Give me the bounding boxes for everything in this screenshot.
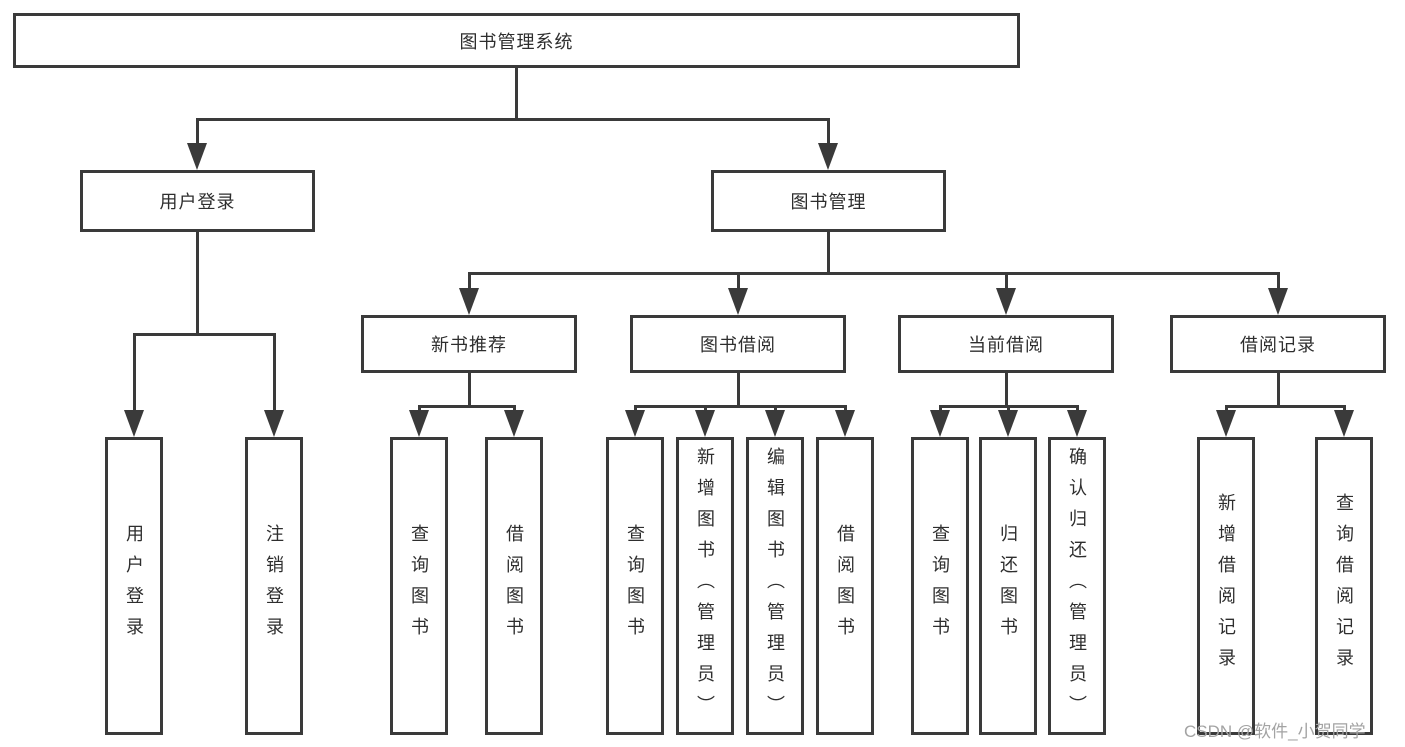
connector-level2-bar xyxy=(196,118,830,121)
connector-group-stem xyxy=(737,373,740,407)
arrow-down-icon xyxy=(625,410,645,437)
arrow-down-icon xyxy=(1067,410,1087,437)
arrow-down-icon xyxy=(996,288,1016,315)
node-user-login-branch: 用户登录 xyxy=(80,170,315,232)
arrow-down-icon xyxy=(409,410,429,437)
connector-level3-stem xyxy=(1277,272,1280,292)
arrow-down-icon xyxy=(1268,288,1288,315)
arrow-down-icon xyxy=(930,410,950,437)
arrow-down-icon xyxy=(818,143,838,170)
connector-group-bar xyxy=(418,405,516,408)
leaf-query-book-1: 查询图书 xyxy=(390,437,448,735)
arrow-down-icon xyxy=(765,410,785,437)
node-new-book-recommend: 新书推荐 xyxy=(361,315,577,373)
arrow-down-icon xyxy=(835,410,855,437)
arrow-down-icon xyxy=(728,288,748,315)
arrow-down-icon xyxy=(504,410,524,437)
arrow-down-icon xyxy=(124,410,144,437)
arrow-down-icon xyxy=(1216,410,1236,437)
arrow-down-icon xyxy=(998,410,1018,437)
node-borrow-records: 借阅记录 xyxy=(1170,315,1386,373)
leaf-borrow-book-2: 借阅图书 xyxy=(816,437,874,735)
arrow-down-icon xyxy=(264,410,284,437)
connector-root-stem xyxy=(515,68,518,120)
node-book-borrow: 图书借阅 xyxy=(630,315,846,373)
connector-group-bar xyxy=(1225,405,1346,408)
watermark: CSDN @软件_小贺同学 xyxy=(1184,722,1366,741)
connector-login-stem xyxy=(196,232,199,335)
leaf-user-login: 用户登录 xyxy=(105,437,163,735)
connector-level2-stem-left xyxy=(196,118,199,148)
connector-level2-stem-right xyxy=(827,118,830,148)
leaf-add-book-admin: 新增图书（管理员） xyxy=(676,437,734,735)
connector-level3-stem xyxy=(737,272,740,292)
connector-group-stem xyxy=(1005,373,1008,407)
arrow-down-icon xyxy=(1334,410,1354,437)
node-library-system: 图书管理系统 xyxy=(13,13,1020,68)
connector-login-bar xyxy=(133,333,276,336)
connector-group-bar xyxy=(634,405,847,408)
connector-level3-stem xyxy=(1005,272,1008,292)
connector-level3-bar xyxy=(468,272,1280,275)
arrow-down-icon xyxy=(695,410,715,437)
leaf-query-borrow-record: 查询借阅记录 xyxy=(1315,437,1373,735)
leaf-logout: 注销登录 xyxy=(245,437,303,735)
connector-login-leaf-stem xyxy=(133,333,136,413)
connector-group-stem xyxy=(468,373,471,407)
node-current-borrow: 当前借阅 xyxy=(898,315,1114,373)
connector-group-stem xyxy=(1277,373,1280,407)
connector-login-leaf-stem xyxy=(273,333,276,413)
leaf-query-book-2: 查询图书 xyxy=(606,437,664,735)
arrow-down-icon xyxy=(187,143,207,170)
leaf-borrow-book-1: 借阅图书 xyxy=(485,437,543,735)
connector-mgmt-stem xyxy=(827,232,830,274)
connector-level3-stem xyxy=(468,272,471,292)
arrow-down-icon xyxy=(459,288,479,315)
leaf-add-borrow-record: 新增借阅记录 xyxy=(1197,437,1255,735)
leaf-return-book: 归还图书 xyxy=(979,437,1037,735)
leaf-confirm-return-admin: 确认归还（管理员） xyxy=(1048,437,1106,735)
leaf-query-book-3: 查询图书 xyxy=(911,437,969,735)
node-book-management: 图书管理 xyxy=(711,170,946,232)
leaf-edit-book-admin: 编辑图书（管理员） xyxy=(746,437,804,735)
